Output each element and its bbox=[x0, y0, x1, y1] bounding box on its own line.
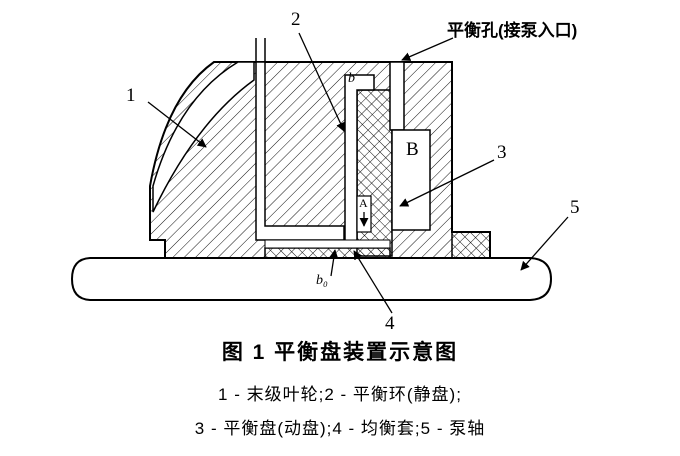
leader-part-5 bbox=[520, 216, 569, 271]
balance-sleeve-section bbox=[264, 247, 391, 259]
leader-lines bbox=[147, 32, 569, 314]
balance-hole-channel bbox=[389, 61, 405, 131]
radial-gap-b0 bbox=[264, 239, 391, 249]
leader-balance-hole bbox=[401, 37, 454, 61]
gap-b0-label: b₀ bbox=[316, 273, 328, 288]
part-label-2: 2 bbox=[291, 9, 301, 30]
leader-part-1 bbox=[147, 101, 207, 148]
part-label-5: 5 bbox=[570, 197, 580, 218]
part-label-1: 1 bbox=[126, 85, 136, 106]
leader-gap-b0 bbox=[329, 249, 339, 277]
leader-part-4 bbox=[353, 250, 393, 314]
support-block-section bbox=[451, 231, 491, 259]
part-label-3: 3 bbox=[497, 142, 507, 163]
pump-shaft-shape bbox=[70, 257, 553, 301]
legend-line-1: 1 - 末级叶轮;2 - 平衡环(静盘); bbox=[218, 385, 462, 404]
gap-a-label: A bbox=[359, 196, 368, 210]
part-label-4: 4 bbox=[385, 313, 395, 334]
chamber-b bbox=[391, 129, 431, 231]
top-pipe bbox=[255, 38, 266, 62]
figure-caption: 图 1 平衡盘装置示意图 bbox=[221, 341, 459, 364]
chamber-b-label: B bbox=[406, 139, 419, 160]
gap-b-label: b bbox=[348, 71, 355, 86]
legend-line-2: 3 - 平衡盘(动盘);4 - 均衡套;5 - 泵轴 bbox=[194, 419, 486, 438]
impeller-passage bbox=[152, 61, 255, 213]
leader-part-3 bbox=[399, 159, 495, 207]
leader-part-2 bbox=[298, 32, 345, 132]
annotation-balance-hole: 平衡孔(接泵入口) bbox=[447, 21, 578, 40]
